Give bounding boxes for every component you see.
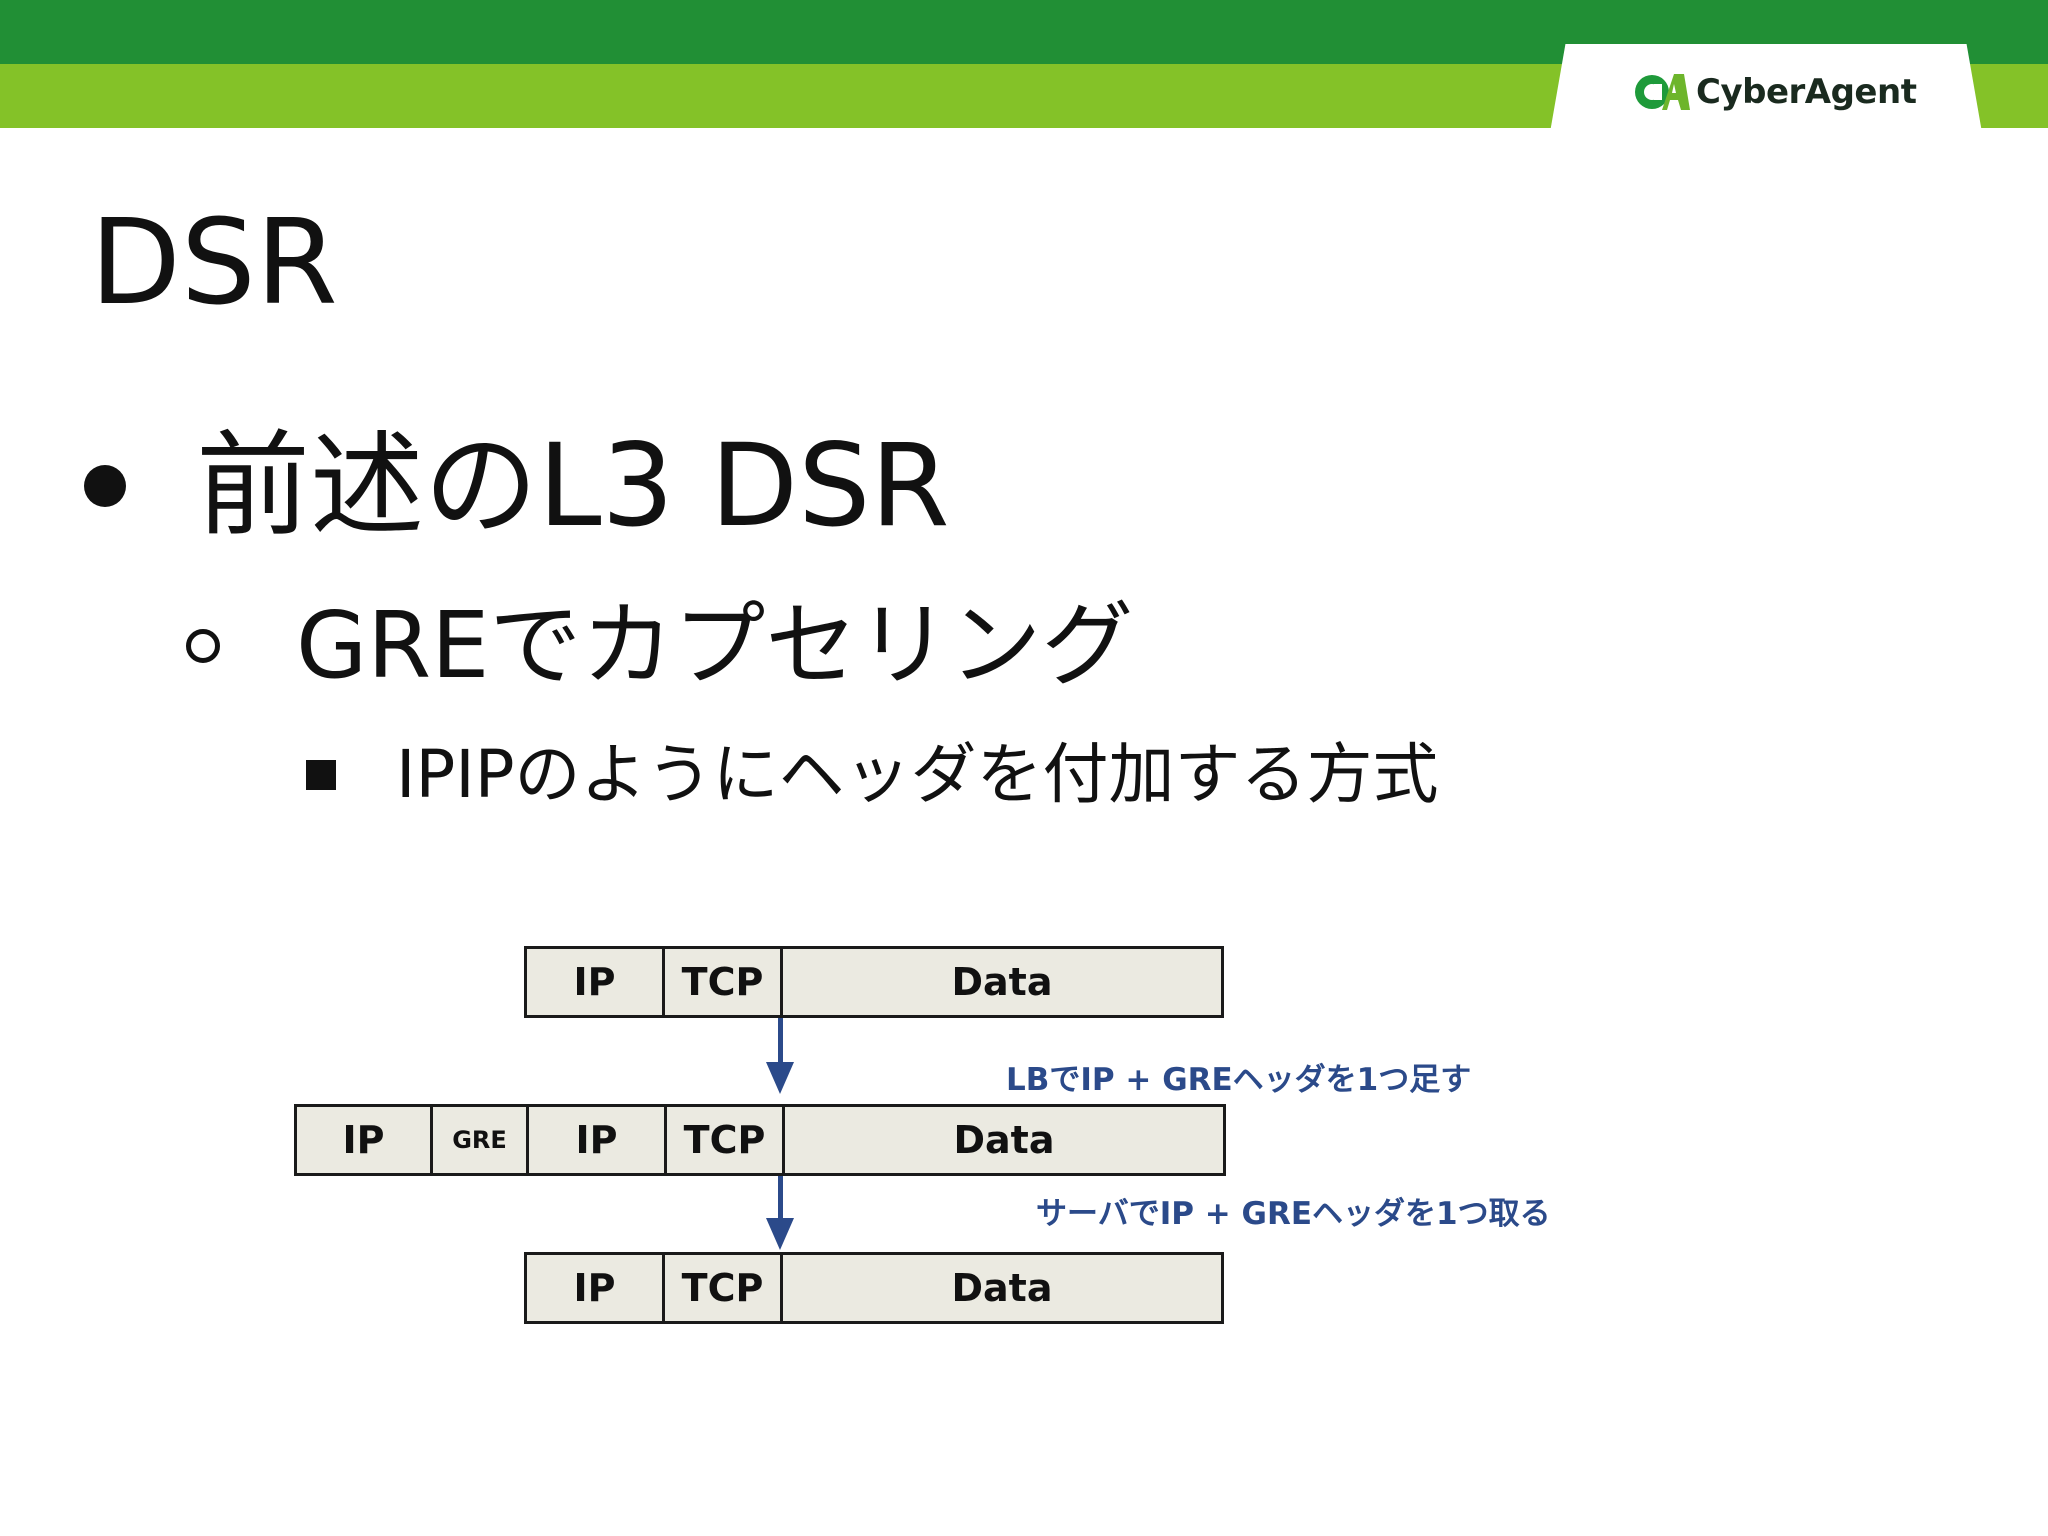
packet-cell-outer-ip: IP [297,1107,433,1173]
packet-cell-gre: GRE [433,1107,529,1173]
logo-text: CyberAgent [1696,72,1917,112]
bullet-level1-text: 前述のL3 DSR [196,419,950,552]
packet-cell-ip: IP [527,949,665,1015]
bullet-level2: GREでカプセリング [186,586,1133,706]
bullet-dot-icon [84,465,126,507]
packet-cell-tcp: TCP [665,1255,783,1321]
down-arrow-icon [766,1018,794,1094]
bullet-square-icon [306,760,336,790]
cyberagent-logo: CyberAgent [1632,68,1917,116]
packet-cell-tcp: TCP [665,949,783,1015]
note-server-removes-header: サーバでIP + GREヘッダを1つ取る [1036,1196,1551,1232]
bullet-level2-text: GREでカプセリング [296,592,1134,699]
logo-tab [1548,44,1984,144]
packet-cell-tcp: TCP [667,1107,785,1173]
cyberagent-logo-icon [1635,74,1690,110]
packet-original: IP TCP Data [524,946,1224,1018]
bullet-level3: IPIPのようにヘッダを付加する方式 [306,730,1439,820]
slide-title: DSR [90,193,338,331]
packet-encapsulated: IP GRE IP TCP Data [294,1104,1226,1176]
bullet-level3-text: IPIPのようにヘッダを付加する方式 [396,736,1439,813]
packet-cell-ip: IP [527,1255,665,1321]
packet-cell-data: Data [951,1266,1053,1310]
bullet-circle-icon [186,629,220,663]
packet-cell-data: Data [953,1118,1055,1162]
note-lb-adds-header: LBでIP + GREヘッダを1つ足す [1006,1062,1472,1098]
packet-decapsulated: IP TCP Data [524,1252,1224,1324]
bullet-level1: 前述のL3 DSR [84,416,950,556]
down-arrow-icon [766,1176,794,1250]
packet-cell-data: Data [951,960,1053,1004]
packet-cell-ip: IP [529,1107,667,1173]
